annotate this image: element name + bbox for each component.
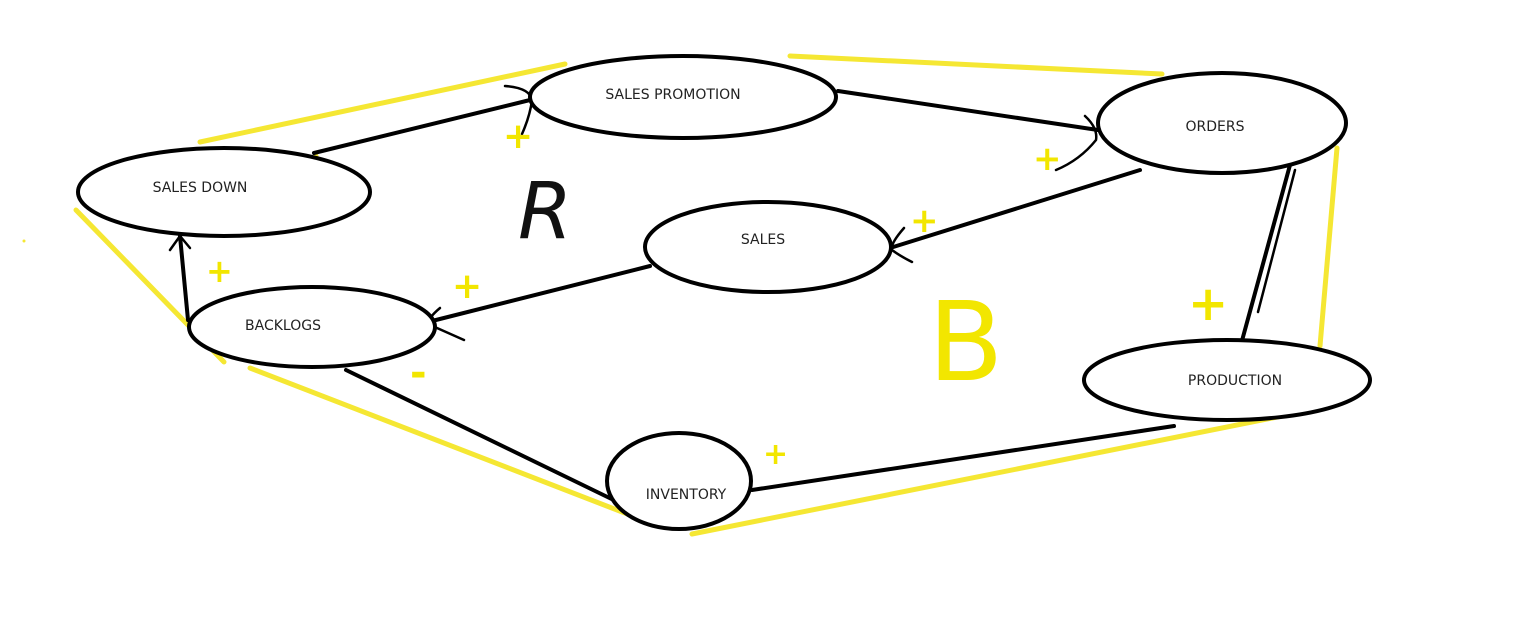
polarity-backlogs-to-salesdown: +	[206, 252, 233, 290]
connections	[168, 84, 1297, 508]
yellow-loop-outline	[73, 53, 1340, 537]
polarity-production-to-orders: +	[1188, 276, 1228, 332]
node-sales-promotion-label: SALES PROMOTION	[605, 87, 740, 103]
link-production-to-orders-stroke2	[1256, 168, 1297, 314]
link-sales-to-backlogs	[426, 264, 652, 324]
node-sales-promotion[interactable]: SALES PROMOTION	[528, 54, 838, 140]
node-backlogs[interactable]: BACKLOGS	[187, 285, 437, 369]
node-sales-down[interactable]: SALES DOWN	[76, 146, 372, 238]
polarity-promotion-to-orders: +	[1033, 139, 1062, 179]
node-backlogs-label: BACKLOGS	[245, 318, 321, 334]
polarity-inventory-to-backlogs: -	[410, 350, 427, 396]
polarity-sales-to-backlogs: +	[452, 266, 482, 307]
link-backlogs-to-salesdown	[178, 234, 190, 322]
polarity-salesdown-to-promotion: +	[503, 116, 533, 157]
link-inventory-to-backlogs	[344, 368, 628, 508]
yellow-segment-top-right	[787, 53, 1165, 77]
link-production-to-orders	[1238, 163, 1292, 350]
node-production[interactable]: PRODUCTION	[1082, 338, 1372, 422]
node-inventory-label: INVENTORY	[646, 487, 727, 503]
link-orders-to-sales	[888, 168, 1142, 250]
link-promotion-to-orders	[836, 89, 1100, 132]
yellow-segment-bottom-left	[247, 365, 651, 525]
loop-label-reinforcing: R	[518, 167, 572, 257]
node-sales-shape	[643, 200, 893, 294]
node-production-shape	[1082, 338, 1372, 422]
node-inventory-shape	[605, 431, 753, 531]
node-sales[interactable]: SALES	[643, 200, 893, 294]
polarity-orders-to-sales: +	[910, 201, 939, 241]
yellow-dot-mark	[22, 239, 26, 243]
node-sales-down-label: SALES DOWN	[153, 180, 248, 196]
node-orders[interactable]: ORDERS	[1096, 71, 1348, 175]
node-sales-label: SALES	[741, 232, 785, 248]
node-backlogs-shape	[187, 285, 437, 369]
node-orders-label: ORDERS	[1186, 119, 1245, 135]
node-production-label: PRODUCTION	[1188, 373, 1282, 389]
node-sales-promotion-shape	[528, 54, 838, 140]
polarity-inventory-to-production: +	[763, 437, 788, 472]
link-salesdown-to-promotion	[312, 98, 532, 155]
node-sales-down-shape	[76, 146, 372, 238]
loop-label-balancing: B	[928, 278, 1003, 406]
link-inventory-to-production	[750, 424, 1176, 492]
node-inventory[interactable]: INVENTORY	[605, 431, 753, 531]
yellow-segment-bottom-right	[689, 407, 1315, 537]
yellow-segment-top-left	[197, 61, 568, 145]
arrowhead-orders	[1054, 114, 1098, 172]
yellow-segment-right	[1317, 145, 1340, 349]
node-orders-shape	[1096, 71, 1348, 175]
